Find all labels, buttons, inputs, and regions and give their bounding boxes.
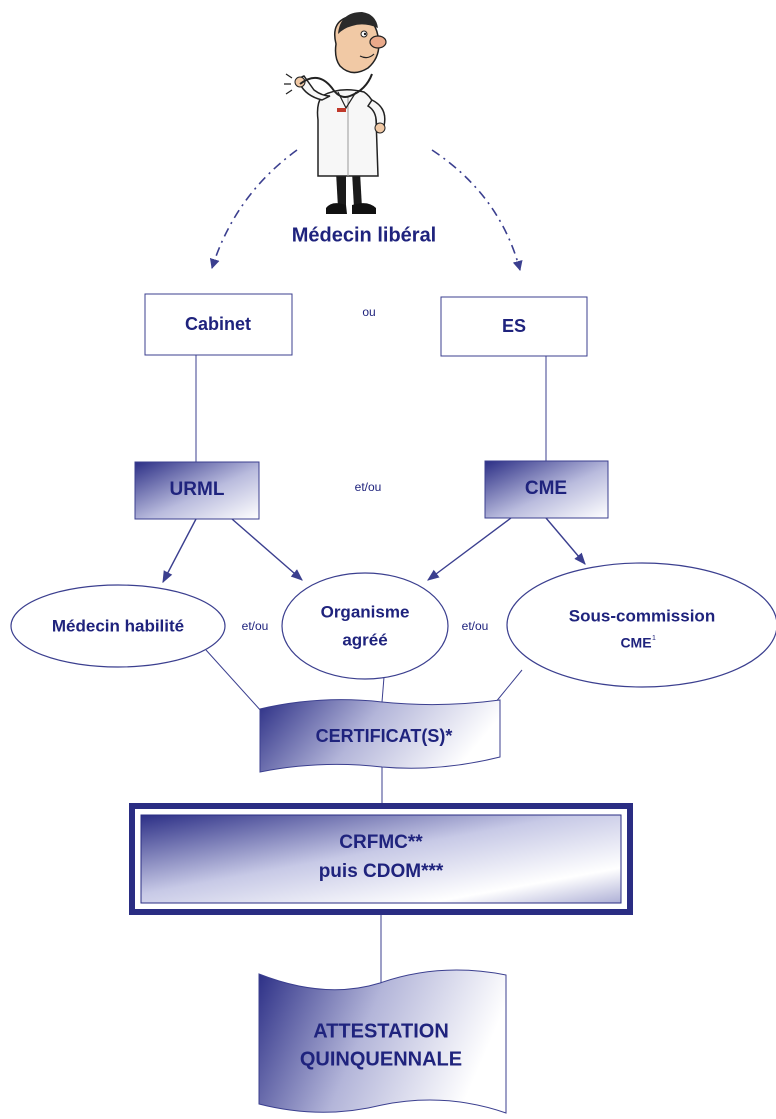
dashed-arrow-to-cabinet <box>209 149 298 269</box>
organisme-agree-ellipse: Organisme agréé <box>281 572 449 680</box>
sous-commission-label-line1: Sous-commission <box>569 606 715 625</box>
connector-et-ou-right: et/ou <box>462 619 489 633</box>
organisme-label-line1: Organisme <box>321 602 410 621</box>
arrow-urml-organisme <box>231 518 303 581</box>
attestation-line2: QUINQUENNALE <box>300 1048 462 1070</box>
cabinet-label: Cabinet <box>185 314 251 334</box>
cabinet-box: Cabinet <box>144 293 293 356</box>
dashed-arrow-to-es <box>431 149 523 271</box>
arrow-cme-sous-commission <box>545 517 586 565</box>
doctor-with-stethoscope-icon <box>284 12 387 214</box>
arrow-cme-organisme <box>427 517 512 581</box>
cme-label: CME <box>525 478 567 499</box>
line-organisme-certificat <box>381 676 385 703</box>
medecin-habilite-ellipse: Médecin habilité <box>10 584 226 668</box>
es-label: ES <box>502 316 526 336</box>
certificat-document: CERTIFICAT(S)* <box>259 699 501 773</box>
crfmc-line2: puis CDOM*** <box>319 861 444 882</box>
doctor-label: Médecin libéral <box>292 224 437 246</box>
crfmc-box: CRFMC** puis CDOM*** <box>129 803 633 915</box>
urml-label: URML <box>170 479 225 500</box>
medecin-habilite-label: Médecin habilité <box>52 616 184 635</box>
sous-commission-footnote-marker: 1 <box>652 635 656 642</box>
attestation-line1: ATTESTATION <box>313 1020 449 1042</box>
line-sous-commission-certificat <box>494 669 523 704</box>
certificat-label: CERTIFICAT(S)* <box>316 726 453 746</box>
attestation-document: ATTESTATION QUINQUENNALE <box>258 969 507 1114</box>
connector-ou: ou <box>362 305 375 319</box>
connector-et-ou-mid: et/ou <box>355 480 382 494</box>
sous-commission-ellipse: Sous-commission CME 1 <box>506 562 776 688</box>
crfmc-line1: CRFMC** <box>339 832 423 853</box>
es-box: ES <box>440 296 588 357</box>
cme-box: CME <box>484 460 609 519</box>
organisme-label-line2: agréé <box>342 630 387 649</box>
sous-commission-label-line2: CME <box>620 635 651 651</box>
line-medecin-certificat <box>205 649 263 713</box>
arrow-urml-medecin-habilite <box>162 518 197 584</box>
urml-box: URML <box>134 461 260 520</box>
connector-et-ou-left: et/ou <box>242 619 269 633</box>
